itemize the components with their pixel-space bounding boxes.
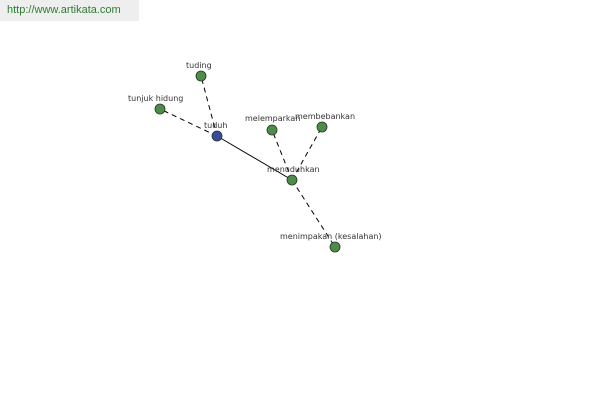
source-url-text[interactable]: http://www.artikata.com [7,4,121,16]
edge-tuduh-tunjuk_hidung [159,108,218,137]
node-label[interactable]: membebankan [295,112,355,121]
graph-nodes: tuduh tuding tunjuk hidung menuduhkan melemp… [128,61,382,253]
node-menuduhkan[interactable]: menuduhkan [267,165,320,186]
node-circle[interactable] [154,103,166,115]
source-url-banner[interactable]: http://www.artikata.com [0,0,139,21]
node-label[interactable]: menimpakan (kesalahan) [280,232,382,241]
node-label[interactable]: melemparkan [245,114,300,123]
node-label[interactable]: tuding [186,61,212,70]
node-membebankan[interactable]: membebankan [295,112,355,133]
edge-tuduh-menuduhkan [216,135,293,181]
edge-menuduhkan-menimpakan [291,179,336,248]
edge-menuduhkan-membebankan [291,126,323,181]
node-label[interactable]: tuduh [204,121,227,130]
node-tuduh[interactable]: tuduh [204,121,227,142]
node-circle[interactable] [286,174,298,186]
edge-tuduh-tuding [200,75,218,137]
node-circle[interactable] [211,130,223,142]
node-circle[interactable] [266,124,278,136]
node-circle[interactable] [316,121,328,133]
node-circle[interactable] [329,241,341,253]
node-tuding[interactable]: tuding [186,61,212,82]
node-melemparkan[interactable]: melemparkan [245,114,300,136]
node-menimpakan[interactable]: menimpakan (kesalahan) [280,232,382,253]
node-tunjuk-hidung[interactable]: tunjuk hidung [128,94,183,115]
node-circle[interactable] [195,70,207,82]
node-label[interactable]: tunjuk hidung [128,94,183,103]
graph-edges [159,75,336,248]
node-label[interactable]: menuduhkan [267,165,320,174]
